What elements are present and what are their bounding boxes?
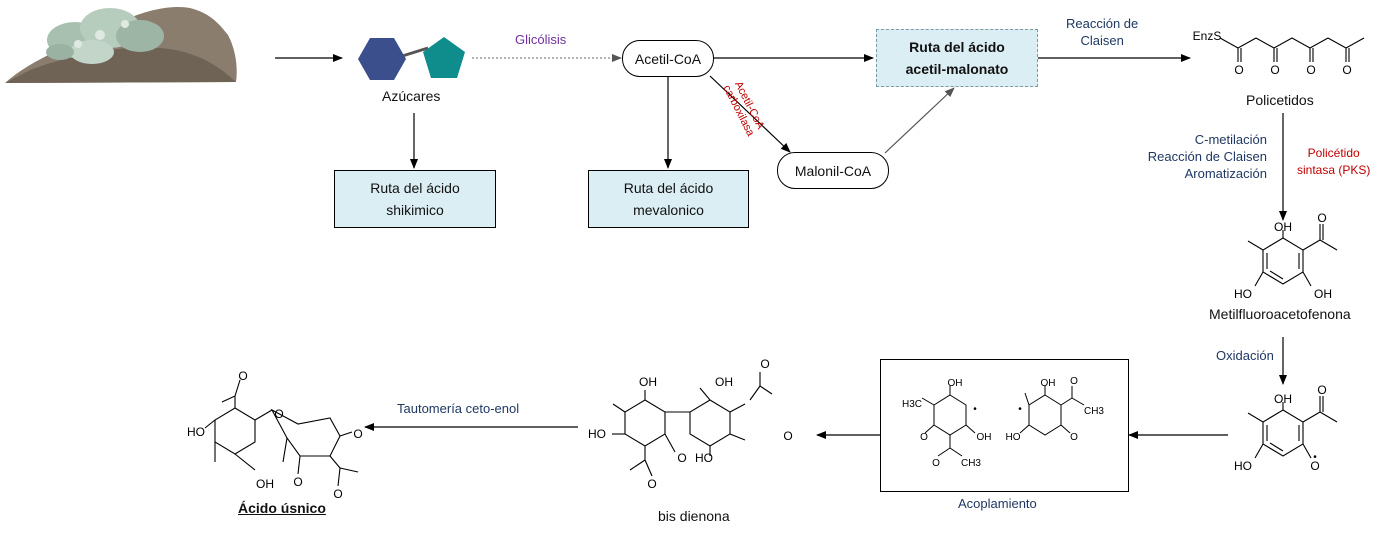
atom-oh: OH xyxy=(715,375,733,389)
atom-o: O xyxy=(1270,63,1279,77)
atom-ho: HO xyxy=(187,425,205,439)
atom-oh: OH xyxy=(948,378,963,389)
atom-o: O xyxy=(1310,459,1319,473)
oxidacion-label: Oxidación xyxy=(1216,348,1274,363)
shikimico-line2: shikimico xyxy=(386,202,444,218)
malonil-coa-node: Malonil-CoA xyxy=(777,152,889,189)
claisen-line1: Reacción de xyxy=(1066,16,1139,31)
coupling-labels: OH H3C O OH • O CH3 OH • HO O O CH3 xyxy=(902,376,1104,469)
hexagon-sugar-icon xyxy=(358,38,406,80)
atom-o: O xyxy=(932,458,940,469)
tautomeria-label: Tautomería ceto-enol xyxy=(397,401,520,416)
atom-o: O xyxy=(333,487,342,501)
atom-o: O xyxy=(760,357,769,371)
polyketide-structure xyxy=(1219,37,1365,62)
coupling-structures xyxy=(921,386,1085,457)
claisen-label: Reacción de Claisen xyxy=(1066,15,1138,49)
atom-ch3: CH3 xyxy=(1084,406,1104,417)
atom-ho: HO xyxy=(1234,459,1252,473)
step-claisen: Reacción de Claisen xyxy=(1147,149,1267,164)
atom-ho: HO xyxy=(588,427,606,441)
radical-dot: • xyxy=(973,404,977,415)
acoplamiento-label: Acoplamiento xyxy=(958,496,1037,511)
acetil-coa-label: Acetil-CoA xyxy=(634,50,702,67)
pks-line2: sintasa (PKS) xyxy=(1297,163,1371,177)
atom-ho: HO xyxy=(695,451,713,465)
metilfluoro-structure xyxy=(1247,224,1338,287)
mevalonico-line1: Ruta del ácido xyxy=(623,180,714,196)
atom-o: O xyxy=(293,475,302,489)
atom-o: O xyxy=(1234,63,1243,77)
atom-o: O xyxy=(353,427,362,441)
atom-oh: OH xyxy=(977,432,992,443)
atom-o: O xyxy=(238,369,247,383)
step-aromatizacion: Aromatización xyxy=(1184,166,1267,181)
atom-ch3: CH3 xyxy=(961,458,981,469)
lichen-rock-icon xyxy=(5,6,237,84)
malonil-coa-label: Malonil-CoA xyxy=(794,162,872,179)
atom-o: O xyxy=(274,407,283,421)
arrows xyxy=(275,54,1287,439)
atom-o: O xyxy=(1070,432,1078,443)
atom-o: O xyxy=(1317,383,1326,397)
mevalonico-line2: mevalonico xyxy=(633,202,704,218)
atom-oh: OH xyxy=(1041,378,1056,389)
mevalonico-node: Ruta del ácido mevalonico xyxy=(588,170,749,228)
bis-dienona-structure xyxy=(612,372,773,477)
acetil-malonato-line1: Ruta del ácido xyxy=(909,39,1005,55)
sugar-icons xyxy=(358,37,465,80)
shikimico-line1: Ruta del ácido xyxy=(370,180,460,196)
radical-dot: • xyxy=(1313,452,1317,463)
atom-o: O xyxy=(920,432,928,443)
azucares-label: Azúcares xyxy=(382,88,441,104)
atom-oh: OH xyxy=(1314,287,1332,301)
usnic-acid-labels: O HO OH O O O O xyxy=(187,369,363,501)
enz-label: EnzS xyxy=(1193,29,1222,43)
metilfluoro-label: Metilfluoroacetofenona xyxy=(1209,306,1351,322)
acetil-malonato-node: Ruta del ácido acetil-malonato xyxy=(876,29,1038,87)
atom-oh: OH xyxy=(256,477,274,491)
atom-oh: OH xyxy=(639,375,657,389)
atom-o: O xyxy=(783,429,792,443)
metilfluoro-labels: OH O HO OH xyxy=(1234,211,1332,301)
atom-o: O xyxy=(1306,63,1315,77)
usnic-acid-structure xyxy=(204,379,359,487)
shikimico-node: Ruta del ácido shikimico xyxy=(334,170,496,228)
radical-dot: • xyxy=(1018,404,1022,415)
pentagon-sugar-icon xyxy=(423,37,465,78)
acido-usnico-label: Ácido úsnico xyxy=(238,500,326,516)
atom-o: O xyxy=(1317,211,1326,225)
pks-line1: Policétido xyxy=(1307,146,1360,160)
radical-labels: OH O HO O • xyxy=(1234,383,1327,473)
pks-label: Policétido sintasa (PKS) xyxy=(1297,145,1370,179)
step-c-metilacion: C-metilación xyxy=(1194,132,1267,147)
acetil-malonato-line2: acetil-malonato xyxy=(905,61,1009,77)
atom-o: O xyxy=(647,477,656,491)
atom-o: O xyxy=(1342,63,1351,77)
atom-o: O xyxy=(677,451,686,465)
glicolisis-label: Glicólisis xyxy=(515,32,567,47)
claisen-line2: Claisen xyxy=(1080,33,1124,48)
atom-ho: HO xyxy=(1006,432,1021,443)
bis-dienona-label: bis dienona xyxy=(658,508,730,524)
atom-h3c: H3C xyxy=(902,399,922,410)
policetidos-label: Policetidos xyxy=(1246,92,1314,108)
coupling-box xyxy=(880,359,1129,492)
atom-oh: OH xyxy=(1274,220,1292,234)
bis-dienona-labels: OH HO O O OH HO O O xyxy=(588,357,793,491)
atom-oh: OH xyxy=(1274,392,1292,406)
atom-ho: HO xyxy=(1234,287,1252,301)
atom-o: O xyxy=(1070,376,1078,387)
acetil-coa-node: Acetil-CoA xyxy=(622,40,714,77)
polyketide-labels: EnzS O O O O xyxy=(1193,29,1352,77)
radical-structure xyxy=(1247,396,1338,459)
steps-label: C-metilación Reacción de Claisen Aromati… xyxy=(1130,131,1267,182)
